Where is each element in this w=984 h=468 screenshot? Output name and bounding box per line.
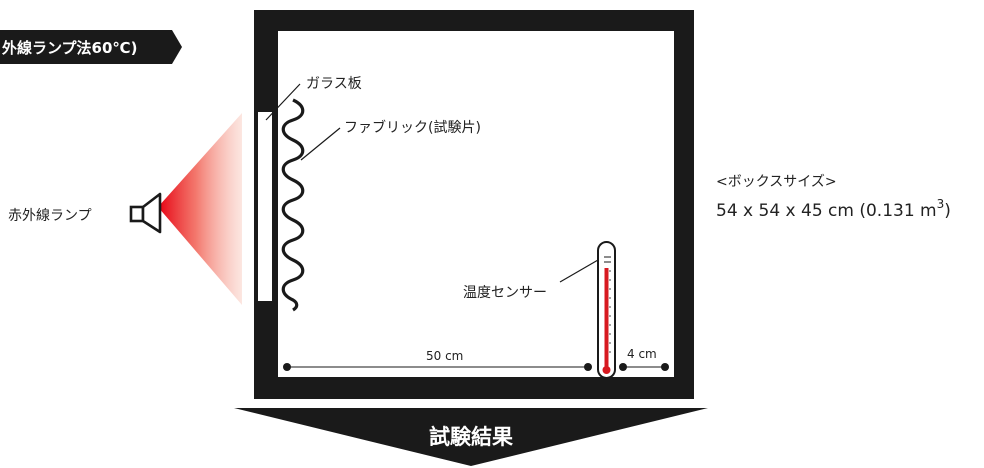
fabric-leader bbox=[300, 127, 341, 161]
distance-4cm-label: 4 cm bbox=[627, 347, 657, 361]
glass-plate-leader bbox=[265, 83, 301, 121]
distance-50cm: 50 cm bbox=[283, 349, 592, 371]
result-label: 試験結果 bbox=[429, 425, 513, 449]
box-size-value: 54 x 54 x 45 cm (0.131 m bbox=[716, 201, 937, 221]
temp-sensor-leader bbox=[559, 259, 599, 283]
result-arrow-shape bbox=[234, 408, 708, 466]
method-tag: 外線ランプ法60℃) bbox=[0, 30, 182, 64]
lamp-label: 赤外線ランプ bbox=[8, 208, 92, 224]
test-box bbox=[254, 10, 694, 399]
glass-plate-label: ガラス板 bbox=[306, 76, 362, 92]
method-tag-shape bbox=[0, 30, 182, 64]
infrared-beam bbox=[158, 113, 242, 305]
lamp-icon bbox=[129, 192, 162, 234]
glass-plate bbox=[256, 110, 274, 303]
box-size-dimensions: 54 x 54 x 45 cm (0.131 m3) bbox=[716, 197, 951, 221]
temp-sensor-label: 温度センサー bbox=[463, 285, 547, 301]
method-tag-label: 外線ランプ法60℃) bbox=[1, 39, 137, 57]
box-size-heading: <ボックスサイズ> bbox=[716, 174, 837, 190]
thermometer bbox=[597, 241, 616, 379]
distance-4cm: 4 cm bbox=[619, 347, 669, 371]
fabric-label: ファブリック(試験片) bbox=[344, 119, 481, 136]
box-size-exponent: 3 bbox=[937, 197, 945, 211]
result-arrow: 試験結果 bbox=[234, 408, 708, 466]
fabric-sample bbox=[281, 98, 305, 312]
distance-50cm-label: 50 cm bbox=[426, 349, 463, 363]
box-size-closing: ) bbox=[944, 201, 951, 221]
